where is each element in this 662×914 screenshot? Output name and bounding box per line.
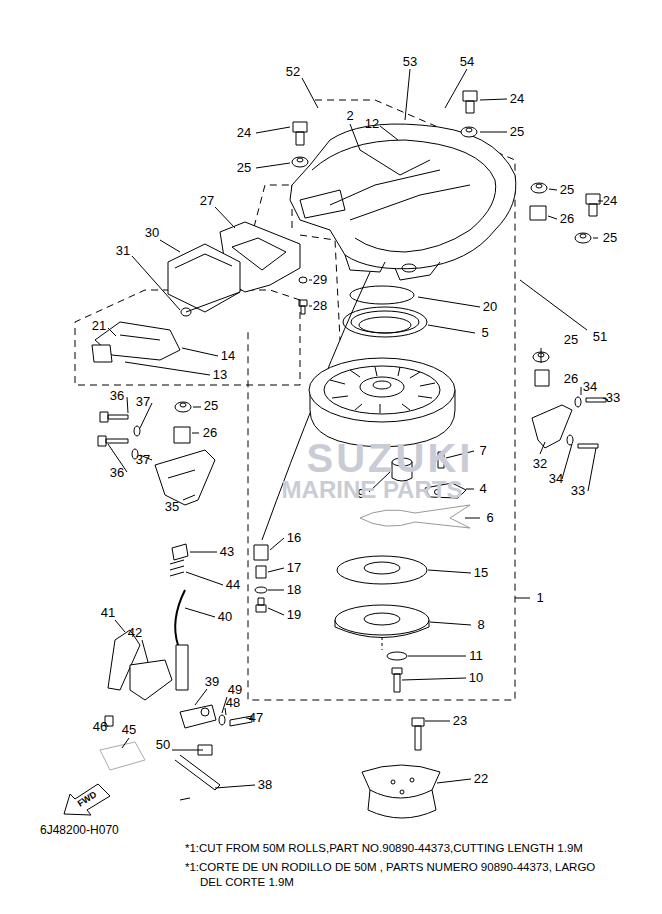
- callout-number: 40: [217, 610, 233, 624]
- callout-number: 24: [602, 194, 618, 208]
- callout-number: 31: [115, 244, 131, 258]
- callout-number: 34: [548, 472, 564, 486]
- callout-number: 34: [582, 380, 598, 394]
- callout-number: 36: [109, 389, 125, 403]
- callout-number: 2: [345, 109, 354, 123]
- callout-number: 38: [257, 778, 273, 792]
- callout-number: 22: [473, 772, 489, 786]
- callout-number: 51: [592, 330, 608, 344]
- callout-number: 25: [559, 183, 575, 197]
- callout-number: 26: [559, 212, 575, 226]
- callout-number: 25: [563, 333, 579, 347]
- callout-number: 23: [452, 714, 468, 728]
- callout-number: 25: [236, 161, 252, 175]
- callout-number: 17: [286, 561, 302, 575]
- callout-number: 7: [478, 444, 487, 458]
- callout-number: 20: [482, 300, 498, 314]
- direction-arrow: FWD: [62, 782, 112, 816]
- callout-number: 39: [204, 675, 220, 689]
- callout-number: 11: [468, 649, 484, 663]
- callout-number: 25: [203, 399, 219, 413]
- callout-number: 52: [285, 65, 301, 79]
- callout-number: 24: [509, 92, 525, 106]
- callout-number: 33: [605, 391, 621, 405]
- callout-number: 28: [312, 299, 328, 313]
- callout-number: 49: [227, 683, 243, 697]
- callout-number: 26: [202, 426, 218, 440]
- callout-number: 54: [459, 55, 475, 69]
- callout-number: 37: [135, 395, 151, 409]
- callout-number: 50: [155, 738, 171, 752]
- callout-number: 8: [476, 618, 485, 632]
- callout-number: 33: [570, 484, 586, 498]
- callout-number: 46: [92, 720, 108, 734]
- callout-number: 13: [212, 368, 228, 382]
- callout-number: 53: [402, 55, 418, 69]
- callout-number: 16: [286, 531, 302, 545]
- callout-number: 21: [91, 319, 107, 333]
- callout-number: 24: [236, 126, 252, 140]
- callout-number: 29: [312, 273, 328, 287]
- callout-number: 35: [164, 500, 180, 514]
- callout-number: 32: [532, 457, 548, 471]
- callout-number: 4: [478, 482, 487, 496]
- callout-number: 47: [248, 711, 264, 725]
- callout-number: 42: [127, 626, 143, 640]
- callout-number: 26: [563, 372, 579, 386]
- callout-number: 43: [219, 545, 235, 559]
- watermark: MARINE PARTS: [282, 476, 463, 504]
- drawing-code: 6J48200-H070: [40, 823, 119, 838]
- callout-number: 15: [473, 566, 489, 580]
- callout-number: 37: [135, 453, 151, 467]
- callout-number: 25: [509, 125, 525, 139]
- callout-number: 6: [485, 511, 494, 525]
- callout-number: 41: [100, 606, 116, 620]
- callout-number: 44: [225, 578, 241, 592]
- callout-number: 25: [602, 231, 618, 245]
- callout-number: 27: [199, 194, 215, 208]
- callout-number: 30: [144, 226, 160, 240]
- callout-number: 18: [286, 583, 302, 597]
- watermark: SUZUKI: [307, 436, 474, 481]
- callout-number: 14: [220, 349, 236, 363]
- callout-number: 19: [286, 608, 302, 622]
- callout-number: 10: [468, 671, 484, 685]
- callout-number: 12: [364, 117, 380, 131]
- callout-number: 5: [480, 326, 489, 340]
- callout-number: 36: [109, 466, 125, 480]
- callout-number: 1: [535, 591, 544, 605]
- callout-number: 45: [121, 723, 137, 737]
- callout-number: 48: [225, 696, 241, 710]
- footnote: *1:CORTE DE UN RODILLO DE 50M , PARTS NU…: [185, 860, 606, 890]
- footnote: *1:CUT FROM 50M ROLLS,PART NO.90890-4437…: [185, 841, 583, 856]
